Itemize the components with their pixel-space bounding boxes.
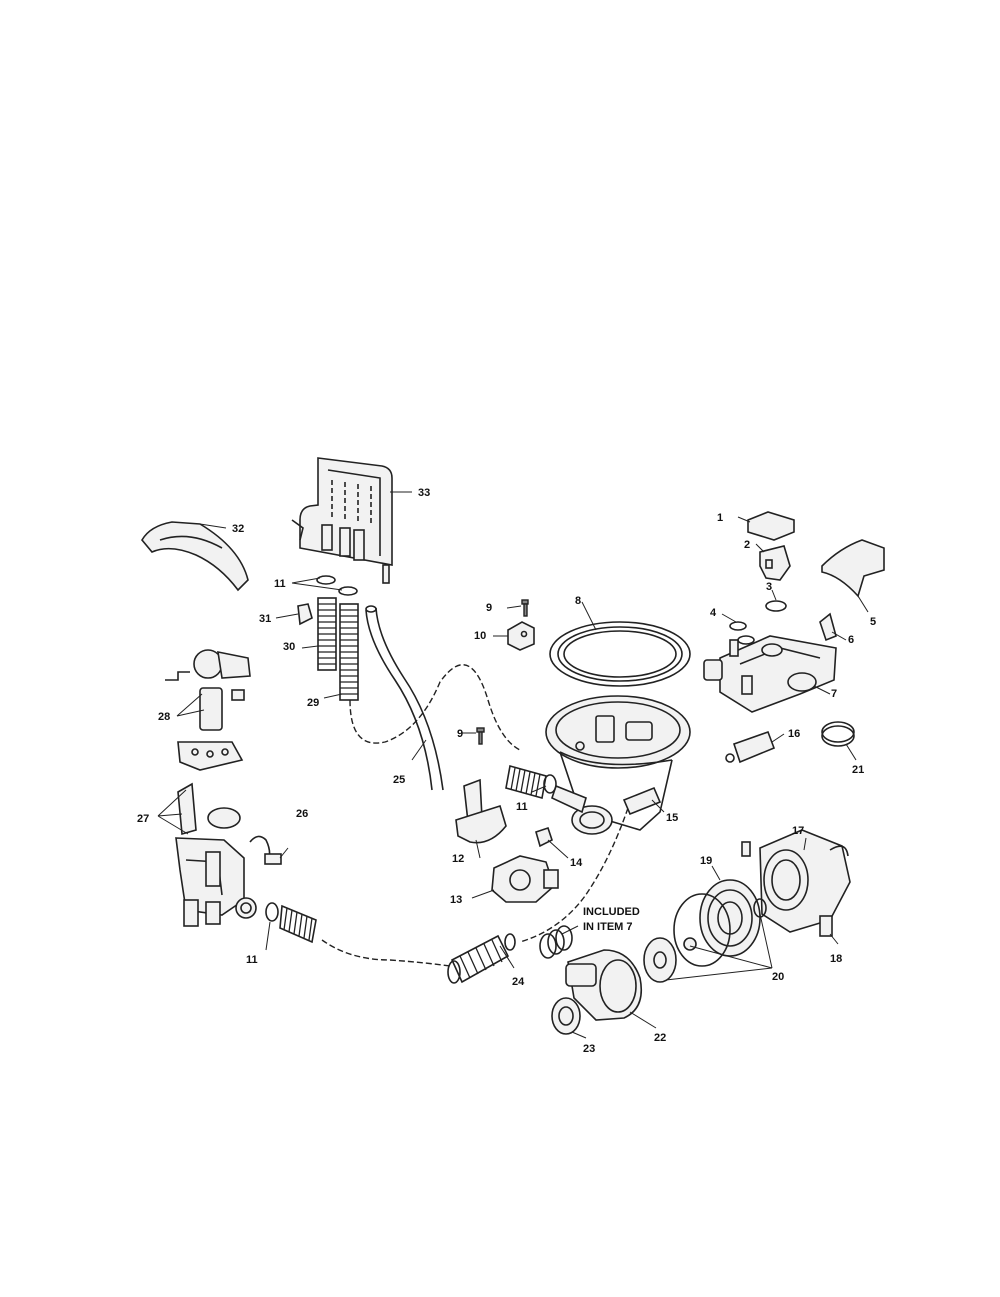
callout-16: 16 <box>788 728 800 740</box>
part-32-cover <box>141 521 249 592</box>
callout-24: 24 <box>512 976 525 988</box>
part-17-motor <box>741 829 851 933</box>
part-5-cover <box>821 539 885 598</box>
drain-hose-corrugated <box>279 904 317 944</box>
callout-15: 15 <box>666 812 678 824</box>
routing-line-hose-29 <box>349 664 521 751</box>
callout-33: 33 <box>418 487 430 499</box>
callout-2: 2 <box>744 539 750 551</box>
part-21-clamp <box>821 721 855 747</box>
callout-labels: 1 2 3 4 5 6 7 8 9 9 10 11 11 11 12 13 14… <box>137 487 876 1055</box>
callout-18: 18 <box>830 953 842 965</box>
part-2-sensor <box>759 545 791 581</box>
part-26-wire-harness <box>249 835 282 865</box>
part-11-oring-lower <box>265 902 279 922</box>
part-28-float-assembly <box>165 649 251 771</box>
part-23-grommet <box>551 997 581 1035</box>
callout-31: 31 <box>259 613 271 625</box>
callout-27: 27 <box>137 813 149 825</box>
callout-8: 8 <box>575 595 581 607</box>
part-27-valve-assembly <box>175 782 257 927</box>
part-18-clip <box>819 915 833 937</box>
spring-included-in-item-7 <box>539 925 573 959</box>
hose-corrugated-middle <box>505 764 547 800</box>
part-9-screw-top <box>521 599 529 617</box>
callout-19: 19 <box>700 855 712 867</box>
callout-3: 3 <box>766 581 772 593</box>
part-15-sump <box>545 695 691 835</box>
routing-line-sump <box>519 807 629 943</box>
part-13-drain-pump <box>491 855 559 903</box>
part-31-clip <box>297 603 313 626</box>
part-19-pump-housing <box>673 879 761 967</box>
callout-29: 29 <box>307 697 319 709</box>
callout-20: 20 <box>772 971 784 983</box>
part-14-clip <box>535 826 553 848</box>
part-16-element <box>725 730 776 764</box>
leader-lines <box>157 491 869 1039</box>
callout-9-lower: 9 <box>457 728 463 740</box>
callout-11-middle: 11 <box>516 801 528 813</box>
callout-13: 13 <box>450 894 462 906</box>
callout-22: 22 <box>654 1032 666 1044</box>
callout-32: 32 <box>232 523 244 535</box>
callout-4: 4 <box>710 607 717 619</box>
callout-26: 26 <box>296 808 308 820</box>
callout-14: 14 <box>570 857 583 869</box>
note-included-line-1: INCLUDED <box>583 906 640 918</box>
callout-10: 10 <box>474 630 486 642</box>
note-included-line-2: IN ITEM 7 <box>583 921 633 933</box>
part-30-corrugated-hose <box>317 597 337 671</box>
part-7-assembly <box>703 635 837 713</box>
part-9-screw-lower <box>476 727 485 745</box>
callout-17: 17 <box>792 825 804 837</box>
part-25-hose <box>365 605 444 791</box>
callout-1: 1 <box>717 512 723 524</box>
part-8-seal-ring <box>549 621 691 687</box>
part-3-oring <box>765 600 787 612</box>
part-20-impeller-set <box>643 898 767 983</box>
part-4-orings <box>729 621 755 645</box>
callout-23: 23 <box>583 1043 595 1055</box>
callout-6: 6 <box>848 634 854 646</box>
callout-25: 25 <box>393 774 405 786</box>
callout-12: 12 <box>452 853 464 865</box>
part-12-bracket <box>455 778 507 844</box>
part-6-clip <box>819 612 837 642</box>
callout-11-top: 11 <box>274 578 286 590</box>
part-29-corrugated-hose <box>339 603 359 701</box>
callout-21: 21 <box>852 764 864 776</box>
routing-line-drain <box>321 939 451 967</box>
part-1-cap <box>747 511 795 541</box>
callout-5: 5 <box>870 616 876 628</box>
callout-28: 28 <box>158 711 170 723</box>
part-22-pump-body <box>565 949 643 1021</box>
part-33-manifold <box>291 457 393 584</box>
part-24-hose-section <box>447 933 516 984</box>
callout-9-top: 9 <box>486 602 492 614</box>
callout-30: 30 <box>283 641 295 653</box>
callout-7: 7 <box>831 688 837 700</box>
part-11-orings-top <box>316 575 358 596</box>
part-10-bracket <box>507 621 535 651</box>
callout-11-lower: 11 <box>246 954 258 966</box>
